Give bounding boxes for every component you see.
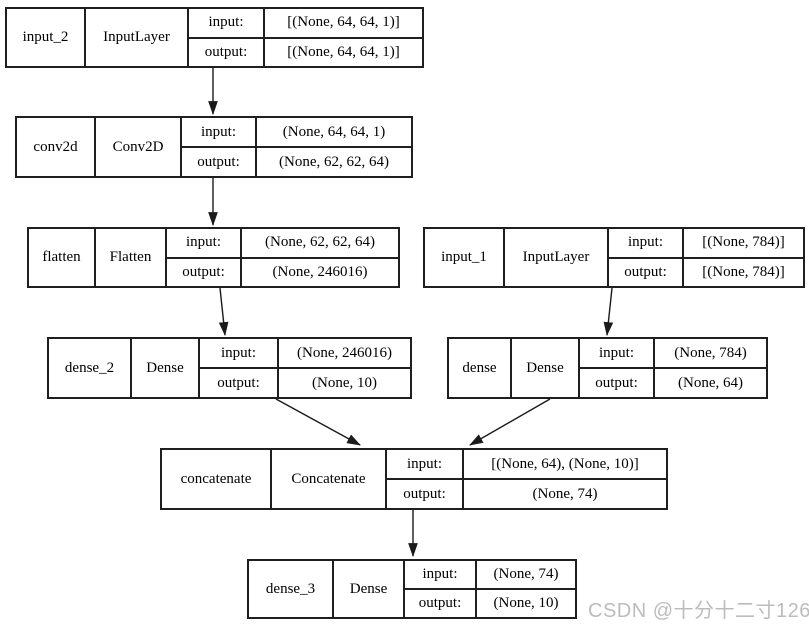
output-row: output: (None, 62, 62, 64) [182, 148, 411, 176]
input-label: input: [200, 339, 279, 367]
layer-class: Dense [334, 561, 405, 617]
input-shape-value: [(None, 64, 64, 1)] [287, 14, 400, 31]
input-row: input: (None, 784) [580, 339, 766, 369]
io-section: input: [(None, 64, 64, 1)] output: [(None, … [189, 9, 422, 66]
input-shape-value: (None, 64, 64, 1) [282, 123, 386, 140]
io-section: input: (None, 246016) output: (None, 10) [200, 339, 410, 397]
input-shape-value: (None, 784) [674, 344, 747, 361]
input-shape-value: [(None, 784)] [702, 234, 785, 251]
layer-name: dense [449, 339, 512, 397]
output-row: output: (None, 10) [200, 369, 410, 397]
layer-name: input_1 [425, 229, 505, 286]
input-label: input: [182, 118, 257, 146]
io-section: input: (None, 74) output: (None, 10) [405, 561, 575, 617]
output-shape-value: (None, 62, 62, 64) [279, 153, 389, 170]
output-row: output: (None, 74) [387, 480, 666, 508]
layer-class: Conv2D [96, 118, 182, 176]
watermark-text: CSDN @十分十二寸126 [588, 600, 809, 622]
input-row: input: (None, 62, 62, 64) [167, 229, 398, 259]
io-section: input: [(None, 784)] output: [(None, 784)] [609, 229, 803, 286]
output-row: output: (None, 64) [580, 369, 766, 397]
layer-class: Flatten [96, 229, 167, 286]
output-label: output: [387, 480, 464, 508]
io-section: input: (None, 64, 64, 1) output: (None, 62,… [182, 118, 411, 176]
output-label: output: [189, 38, 265, 66]
input-shape-value: [(None, 64), (None, 10)] [491, 455, 639, 472]
io-section: input: (None, 784) output: (None, 64) [580, 339, 766, 397]
layer-name: dense_2 [49, 339, 132, 397]
input-label: input: [609, 229, 684, 257]
input-label: input: [387, 450, 464, 478]
layer-name: dense_3 [249, 561, 334, 617]
layer-name: concatenate [162, 450, 272, 508]
output-shape-value: (None, 74) [532, 485, 598, 502]
layer-class: Dense [512, 339, 580, 397]
input-row: input: [(None, 64, 64, 1)] [189, 9, 422, 39]
output-shape-value: [(None, 784)] [702, 263, 785, 280]
output-label: output: [200, 369, 279, 397]
output-label: output: [167, 258, 242, 286]
output-shape-value: (None, 10) [493, 595, 559, 611]
edge-arrow-input_1-to-dense [603, 287, 614, 337]
layer-class: Concatenate [272, 450, 387, 508]
layer-name: input_2 [7, 9, 86, 66]
input-row: input: [(None, 64), (None, 10)] [387, 450, 666, 480]
input-label: input: [405, 561, 477, 588]
input-label: input: [167, 229, 242, 257]
output-shape-value: (None, 246016) [272, 263, 368, 280]
layer-class: InputLayer [86, 9, 189, 66]
input-shape-value: (None, 74) [493, 566, 559, 582]
edge-arrow-dense-to-concatenate [469, 398, 551, 446]
output-shape-value: (None, 10) [312, 374, 377, 391]
output-label: output: [580, 369, 655, 397]
output-row: output: (None, 246016) [167, 258, 398, 286]
output-shape-value: (None, 64) [678, 374, 743, 391]
output-label: output: [182, 148, 257, 176]
input-row: input: (None, 64, 64, 1) [182, 118, 411, 148]
input-label: input: [189, 9, 265, 37]
output-row: output: [(None, 784)] [609, 258, 803, 286]
layer-class: Dense [132, 339, 200, 397]
input-label: input: [580, 339, 655, 367]
input-shape-value: (None, 246016) [297, 344, 392, 361]
input-row: input: (None, 74) [405, 561, 575, 590]
edge-arrow-dense_2-to-concatenate [275, 398, 361, 446]
io-section: input: [(None, 64), (None, 10)] output: (No… [387, 450, 666, 508]
output-label: output: [405, 590, 477, 617]
layer-class: InputLayer [505, 229, 609, 286]
input-shape-value: (None, 62, 62, 64) [265, 234, 375, 251]
input-row: input: [(None, 784)] [609, 229, 803, 259]
output-shape-value: [(None, 64, 64, 1)] [287, 43, 400, 60]
output-label: output: [609, 258, 684, 286]
output-row: output: [(None, 64, 64, 1)] [189, 38, 422, 66]
io-section: input: (None, 62, 62, 64) output: (None, 24… [167, 229, 398, 286]
input-row: input: (None, 246016) [200, 339, 410, 369]
output-row: output: (None, 10) [405, 590, 575, 617]
layer-name: flatten [29, 229, 96, 286]
layer-name: conv2d [17, 118, 96, 176]
edge-arrow-flatten-to-dense_2 [218, 287, 229, 337]
